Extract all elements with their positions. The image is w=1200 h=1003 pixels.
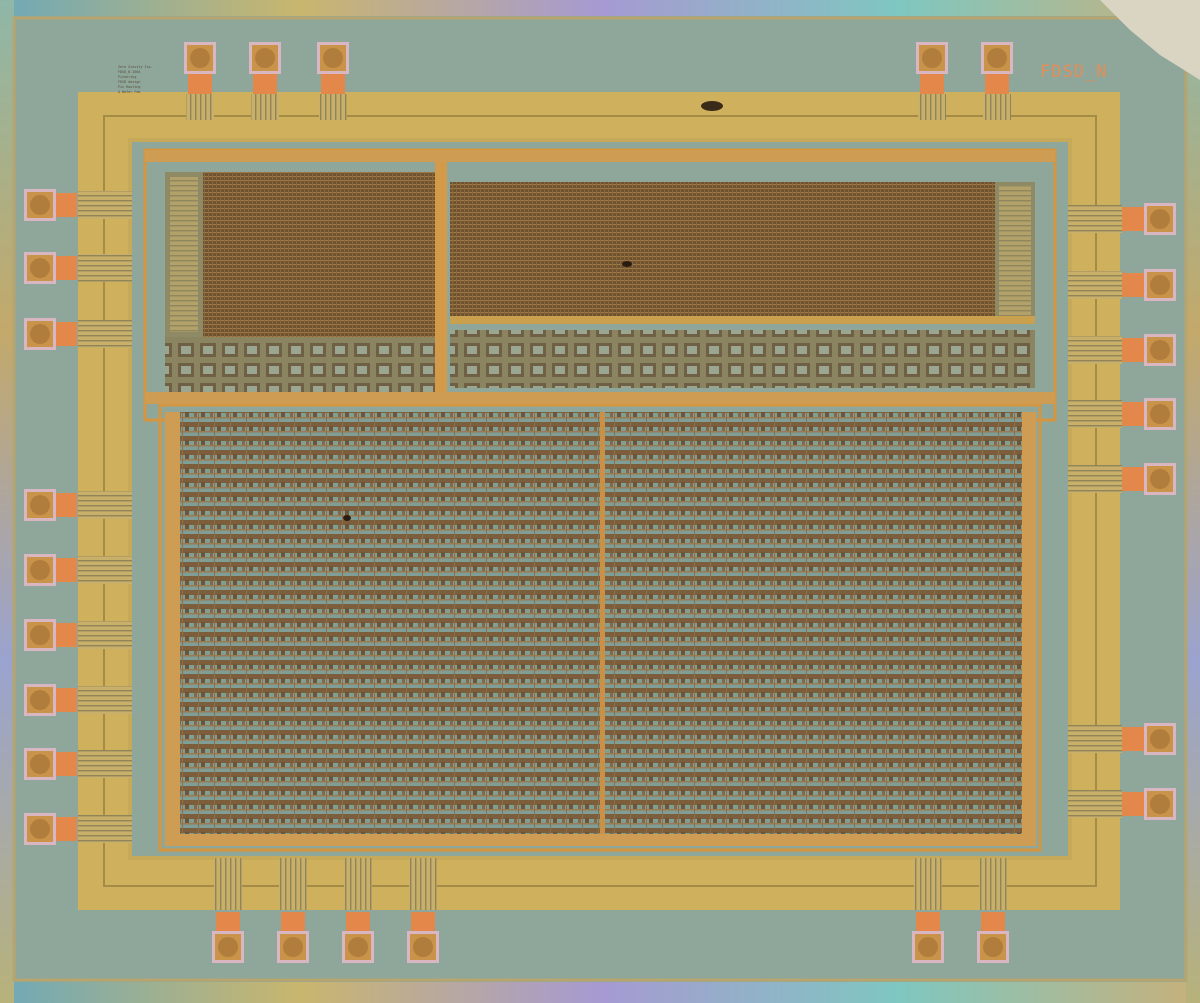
bond-ball — [30, 195, 50, 215]
credit-block: Zero Gravity Inc. FDSD_N 2004 Pickering … — [118, 65, 153, 94]
bond-ball — [30, 258, 50, 278]
bond-ball — [1150, 275, 1170, 295]
bond-ball — [255, 48, 275, 68]
bond-pads — [24, 42, 1176, 963]
bond-ball — [30, 690, 50, 710]
bond-ball — [983, 937, 1003, 957]
bond-ball — [987, 48, 1007, 68]
bond-ball — [30, 324, 50, 344]
bond-ball — [283, 937, 303, 957]
bond-ball — [348, 937, 368, 957]
bond-ball — [190, 48, 210, 68]
bond-ball — [1150, 209, 1170, 229]
die-edge-left — [0, 0, 14, 1003]
bond-ball — [1150, 469, 1170, 489]
sense-amps-left — [165, 337, 435, 392]
bond-ball — [922, 48, 942, 68]
bond-ball — [918, 937, 938, 957]
memory-array-right — [450, 182, 995, 322]
bond-ball — [30, 560, 50, 580]
bond-ball — [30, 754, 50, 774]
bond-ball — [1150, 794, 1170, 814]
bond-ball — [413, 937, 433, 957]
credit-line: Zero Gravity Inc. — [118, 65, 153, 69]
die-edge-top — [0, 0, 1200, 16]
credit-line: FDSD design — [118, 80, 140, 84]
bond-ball — [30, 819, 50, 839]
bond-ball — [1150, 729, 1170, 749]
bond-ball — [1150, 404, 1170, 424]
broken-corner — [1100, 0, 1200, 80]
memory-array-left — [165, 172, 435, 337]
credit-line: & Wafer Fab — [118, 90, 140, 94]
sense-amps-right — [450, 330, 1035, 388]
credit-line: Pin Routing — [118, 85, 140, 89]
bond-ball — [30, 625, 50, 645]
bond-ball — [323, 48, 343, 68]
die-edge-right — [1186, 0, 1200, 1003]
bond-ball — [30, 495, 50, 515]
bond-ball — [218, 937, 238, 957]
seal-ring — [12, 16, 1188, 982]
die-edge-bottom — [0, 982, 1200, 1003]
credit-line: FDSD_N 2004 — [118, 70, 140, 74]
bond-ball — [1150, 340, 1170, 360]
credit-line: Pickering — [118, 75, 136, 79]
chip-label: FDSD_N — [1040, 62, 1107, 82]
